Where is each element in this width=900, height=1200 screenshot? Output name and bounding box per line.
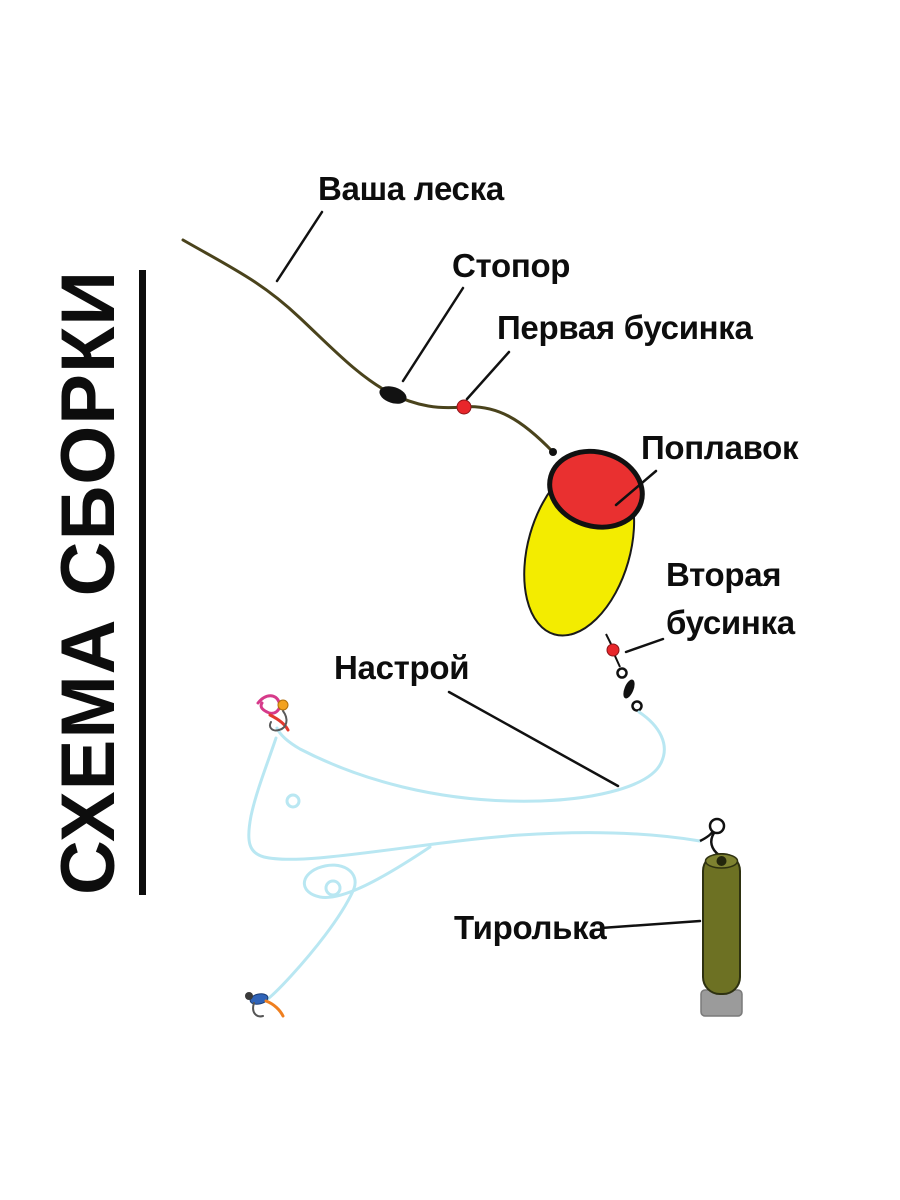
diagram-title: СХЕМА СБОРКИ	[45, 269, 146, 895]
rig-knot-loop-2	[324, 879, 342, 897]
pointer-line-stopper	[401, 286, 465, 383]
label-stopper: Стопор	[452, 247, 571, 284]
pointer-line-fishing-line	[275, 210, 324, 283]
rig-strand-middle	[247, 736, 702, 861]
float-cap	[547, 448, 645, 530]
pointer-line-second-bead	[624, 637, 665, 654]
label-rig: Настрой	[334, 649, 470, 686]
pointer-line-first-bead	[465, 350, 511, 401]
rig-line	[247, 710, 702, 1003]
rig-strand-lower	[263, 845, 432, 1003]
lure-top	[256, 694, 290, 732]
pointer-line-tyrolka	[599, 919, 702, 930]
second-bead	[606, 643, 620, 657]
pointer-line-float	[614, 469, 658, 507]
float	[523, 448, 645, 637]
tyrolka-wire-loop	[708, 817, 726, 835]
float-bottom-stem	[605, 633, 612, 645]
swivel	[614, 655, 643, 712]
label-second-bead: Вторая бусинка	[666, 556, 795, 641]
tyrolka-top-hole	[716, 856, 727, 866]
pointer-line-rig	[447, 690, 620, 788]
lure-bottom	[245, 992, 285, 1018]
stopper	[379, 386, 407, 404]
label-fishing-line: Ваша леска	[318, 170, 504, 207]
tyrolka	[699, 817, 743, 1017]
first-bead	[456, 399, 472, 415]
rig-knot-loop-1	[285, 793, 301, 809]
diagram-title-text: СХЕМА СБОРКИ	[46, 269, 146, 895]
float-top-nub	[549, 448, 557, 456]
label-first-bead: Первая бусинка	[497, 309, 753, 346]
label-tyrolka: Тиролька	[454, 909, 607, 946]
tyrolka-body	[702, 853, 741, 995]
rig-strand-upper	[275, 710, 666, 803]
pointer-lines	[275, 210, 702, 930]
label-float: Поплавок	[641, 429, 799, 466]
tyrolka-wire-tail	[710, 832, 720, 856]
